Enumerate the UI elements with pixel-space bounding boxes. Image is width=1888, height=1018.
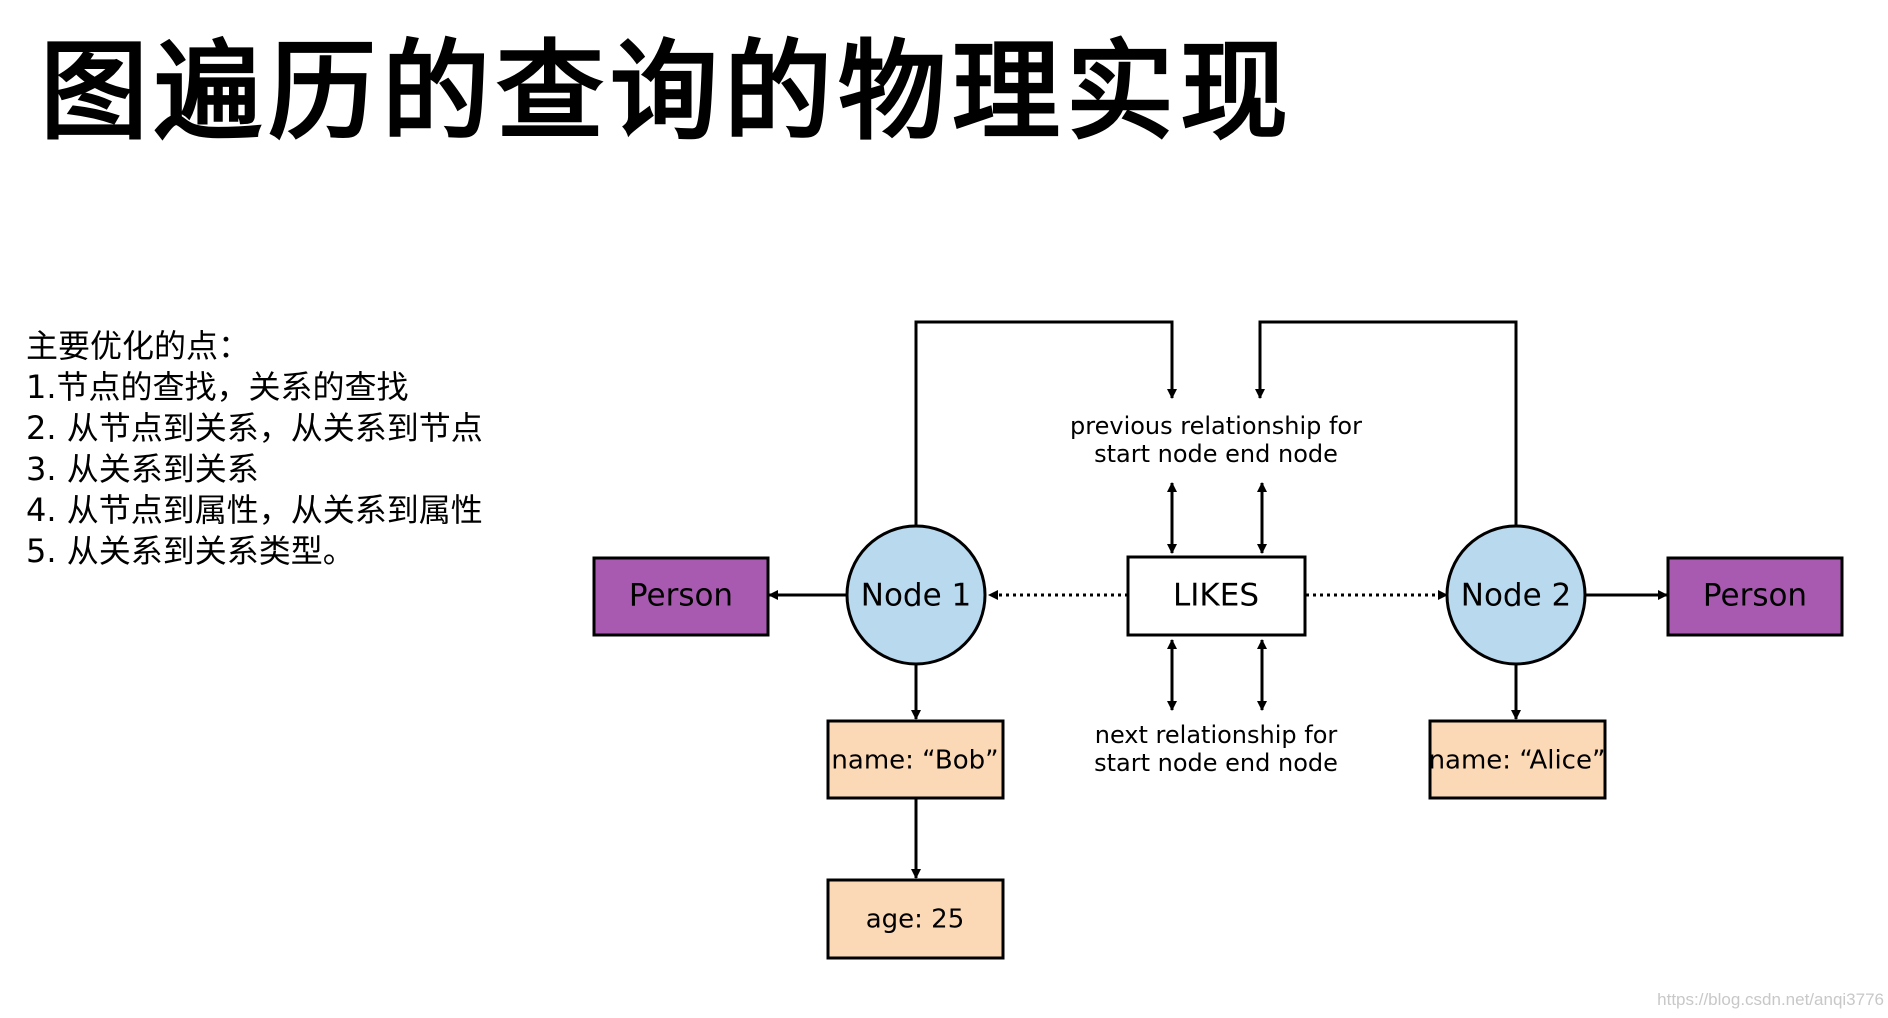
next-caption-line1: next relationship for <box>1095 721 1338 749</box>
notes-heading: 主要优化的点： <box>26 327 251 365</box>
next-caption-line2: start node end node <box>1094 749 1338 777</box>
notes-item: 2. 从节点到关系，从关系到节点 <box>26 409 483 447</box>
prev-link-node1 <box>914 320 1177 530</box>
label-text-person-right: Person <box>1703 578 1807 614</box>
notes-item: 1.节点的查找，关系的查找 <box>26 368 409 406</box>
label-box-person-right <box>1666 556 1844 637</box>
property-text-name-bob: name: “Bob” <box>831 746 998 776</box>
watermark: https://blog.csdn.net/anqi3776 <box>1657 990 1884 1009</box>
prev-link-node2 <box>1255 320 1518 530</box>
node-1-label: Node 1 <box>861 578 971 614</box>
prev-caption-line2: start node end node <box>1094 440 1338 468</box>
notes-item: 3. 从关系到关系 <box>26 450 259 488</box>
node-1-circle <box>845 524 987 666</box>
property-text-age: age: 25 <box>866 905 965 935</box>
property-box-name-alice <box>1428 719 1607 800</box>
node-2-circle <box>1445 524 1587 666</box>
page-title: 图遍历的查询的物理实现 <box>40 30 1295 155</box>
label-text-person-left: Person <box>629 578 733 614</box>
relationship-box-likes <box>1126 555 1307 637</box>
prev-caption-line1: previous relationship for <box>1070 412 1362 440</box>
property-box-name-bob <box>826 719 1005 800</box>
node-2-label: Node 2 <box>1461 578 1571 614</box>
property-text-name-alice: name: “Alice” <box>1429 746 1606 776</box>
notes-item: 4. 从节点到属性，从关系到属性 <box>26 491 483 529</box>
property-box-age <box>826 878 1005 960</box>
label-box-person-left <box>592 556 770 637</box>
notes-item: 5. 从关系到关系类型。 <box>26 532 355 570</box>
optimization-notes: 主要优化的点： 1.节点的查找，关系的查找 2. 从节点到关系，从关系到节点 3… <box>26 326 483 572</box>
relationship-label: LIKES <box>1173 578 1259 614</box>
